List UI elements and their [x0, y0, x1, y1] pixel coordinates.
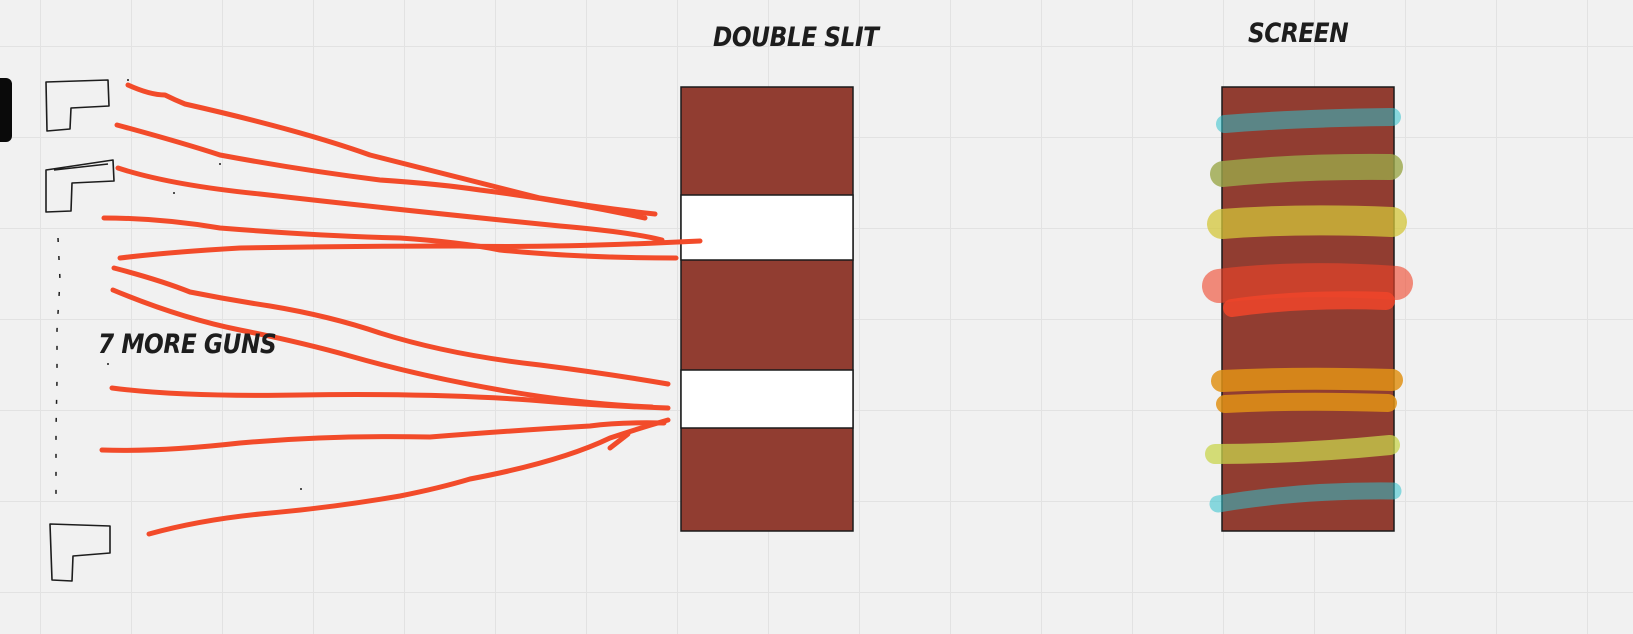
band-lime [1205, 435, 1400, 464]
trajectory-6 [111, 265, 671, 387]
band-orange-bottom [1216, 392, 1397, 413]
band-green [1210, 153, 1403, 187]
stray-dots [107, 79, 302, 490]
slit-top [680, 194, 854, 261]
more-guns-dashed-line [55, 237, 61, 500]
screen-label: SCREEN [1248, 18, 1349, 49]
slit-bottom [680, 369, 854, 429]
guns [45, 79, 115, 582]
gun-icon [49, 523, 111, 582]
band-orange-top [1211, 367, 1403, 392]
gun-icon [45, 159, 115, 213]
double-slit-barrier [680, 86, 854, 532]
double-slit-label: DOUBLE SLIT [713, 22, 879, 53]
arrow-tick [607, 431, 631, 451]
trajectory-9 [99, 420, 667, 453]
trajectory-7 [110, 287, 655, 410]
trajectory-2 [114, 122, 648, 221]
band-cyan-top [1216, 108, 1401, 133]
trajectory-5 [117, 238, 703, 261]
side-panel-handle[interactable] [0, 78, 12, 142]
more-guns-label: 7 MORE GUNS [98, 329, 277, 360]
trajectory-3 [115, 165, 665, 243]
trajectory-8 [109, 385, 671, 411]
band-yellow [1207, 205, 1407, 239]
band-cyan-bottom [1209, 482, 1402, 513]
barrier-body [680, 86, 854, 532]
particle-trajectories [99, 82, 703, 537]
band-red-inner [1223, 291, 1395, 317]
gun-icon [45, 79, 110, 132]
trajectory-4 [101, 215, 679, 261]
band-red-outer [1202, 263, 1413, 303]
interference-bands [1202, 108, 1413, 513]
trajectory-10 [146, 417, 671, 537]
